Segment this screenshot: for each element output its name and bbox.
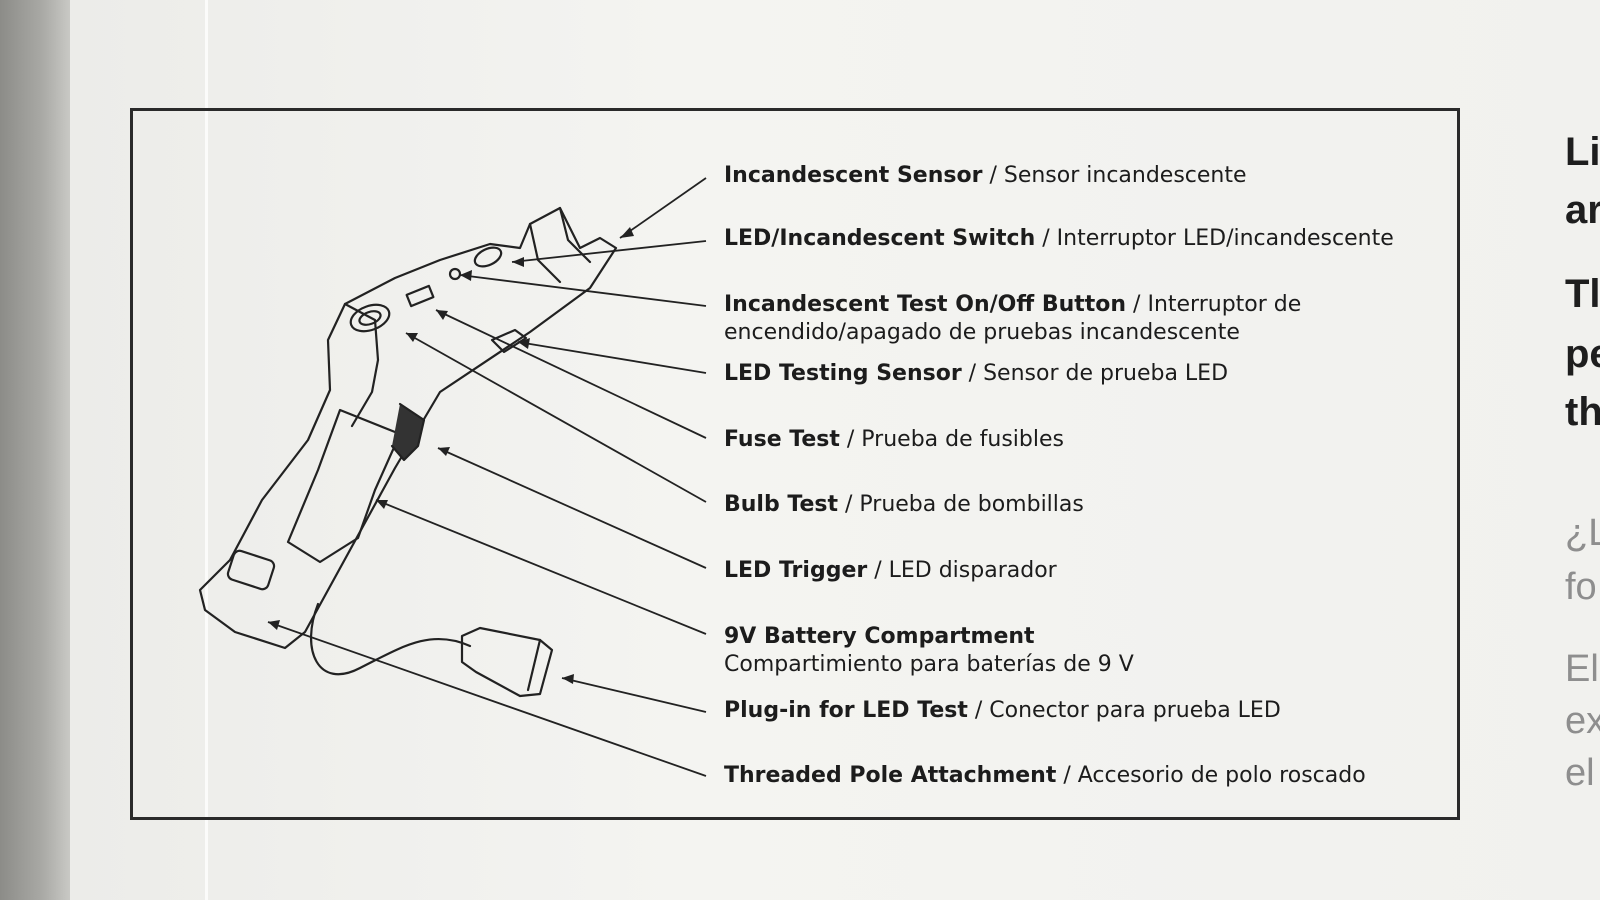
plug-cord — [309, 602, 472, 676]
leader-line — [561, 677, 707, 713]
led-trigger — [390, 402, 426, 462]
side-spanish-fragment: El — [1565, 648, 1599, 690]
arrowhead — [512, 257, 524, 267]
arrowhead — [620, 227, 634, 238]
battery-compartment-outline — [286, 408, 402, 564]
arrowhead — [518, 338, 530, 349]
leader-line — [459, 274, 707, 307]
fuse-slot — [405, 284, 435, 308]
arrowhead — [436, 310, 448, 320]
leader-line — [437, 447, 707, 569]
callout-incandescent-test-button: Incandescent Test On/Off Button / Interr… — [724, 292, 1302, 345]
leader-line — [517, 341, 707, 374]
side-spanish-fragment: ex — [1565, 700, 1600, 742]
arrowhead — [460, 270, 472, 281]
diagram-frame — [130, 108, 1460, 820]
callout-led-testing-sensor: LED Testing Sensor / Sensor de prueba LE… — [724, 361, 1229, 386]
arrowhead — [438, 447, 450, 456]
fold-crease — [205, 0, 208, 900]
side-spanish-fragment: ¿L — [1565, 512, 1600, 554]
tester-body — [198, 206, 618, 650]
callout-led-trigger: LED Trigger / LED disparador — [724, 558, 1057, 583]
arrowhead — [376, 500, 388, 509]
box-edge — [0, 0, 70, 900]
callout-threaded-pole-attachment: Threaded Pole Attachment / Accesorio de … — [724, 763, 1366, 788]
leader-line — [435, 309, 707, 439]
leader-line — [375, 499, 707, 635]
side-body-fragment: Tl — [1565, 272, 1600, 316]
leader-line — [511, 240, 707, 263]
side-heading-fragment: ar — [1565, 188, 1600, 232]
callout-fuse-test: Fuse Test / Prueba de fusibles — [724, 427, 1064, 452]
side-spanish-fragment: fo — [1565, 566, 1597, 608]
side-body-fragment: pe — [1565, 332, 1600, 376]
side-spanish-fragment: el — [1565, 752, 1595, 794]
arrowhead — [406, 333, 418, 342]
side-body-fragment: th — [1565, 390, 1600, 434]
led-switch — [473, 246, 503, 268]
arrowhead — [268, 620, 280, 630]
test-button — [448, 267, 462, 281]
side-heading-fragment: Li — [1565, 130, 1600, 174]
led-plug — [460, 626, 554, 698]
leader-line — [619, 177, 707, 239]
bulb-socket — [349, 303, 391, 333]
callout-bulb-test: Bulb Test / Prueba de bombillas — [724, 492, 1084, 517]
callout-incandescent-sensor: Incandescent Sensor / Sensor incandescen… — [724, 163, 1247, 188]
callout-battery-compartment: 9V Battery Compartment Compartimiento pa… — [724, 624, 1134, 677]
leader-line — [405, 332, 707, 503]
leader-line — [267, 621, 707, 777]
callout-plug-in-led-test: Plug-in for LED Test / Conector para pru… — [724, 698, 1281, 723]
callout-led-incandescent-switch: LED/Incandescent Switch / Interruptor LE… — [724, 226, 1394, 251]
bottom-lens — [226, 549, 276, 591]
arrowhead — [562, 674, 574, 684]
led-sensor — [490, 328, 528, 354]
